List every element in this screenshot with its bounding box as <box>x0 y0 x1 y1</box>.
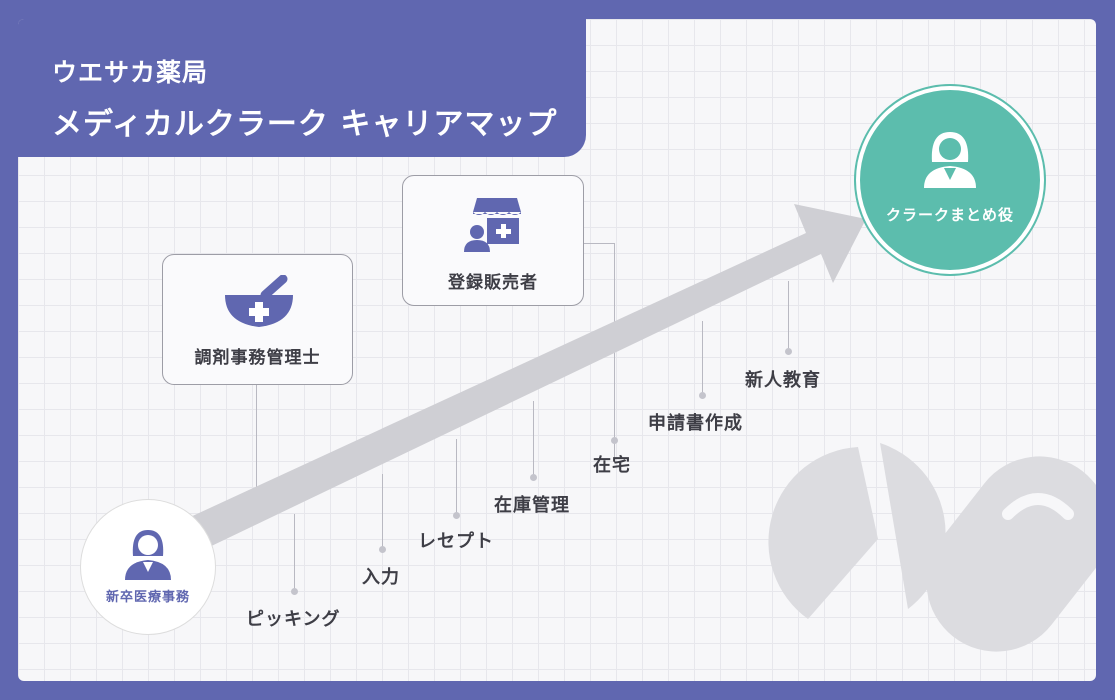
leader-line <box>533 401 534 477</box>
leader-dot <box>379 546 386 553</box>
mortar-pestle-icon <box>225 275 293 327</box>
leader-dot <box>453 512 460 519</box>
leader-dot <box>785 348 792 355</box>
goal-label: クラークまとめ役 <box>885 206 1014 224</box>
start-label: 新卒医療事務 <box>105 590 190 605</box>
step-label: 新人教育 <box>745 370 821 391</box>
leader-dot <box>699 392 706 399</box>
qualification-label: 調剤事務管理士 <box>194 348 321 368</box>
career-map-card: ウエサカ薬局 メディカルクラーク キャリアマップ 調剤事務管理士 登録販売者 ピ… <box>18 19 1096 681</box>
leader-dot <box>611 437 618 444</box>
goal-node: クラークまとめ役 <box>856 86 1044 274</box>
company-name: ウエサカ薬局 <box>52 58 209 87</box>
qualification-box-2: 登録販売者 <box>402 175 584 306</box>
step-label: 在庫管理 <box>494 495 570 516</box>
person-icon <box>924 132 976 188</box>
header: ウエサカ薬局 メディカルクラーク キャリアマップ <box>18 19 586 157</box>
leader-line <box>294 514 295 591</box>
leader-dot <box>530 474 537 481</box>
step-label: 申請書作成 <box>648 413 743 434</box>
career-arrow <box>186 204 866 551</box>
leader-line <box>788 281 789 351</box>
background-pills-icon <box>768 443 1096 652</box>
leader-line <box>256 384 257 492</box>
qualification-box-1: 調剤事務管理士 <box>162 254 353 385</box>
start-node: 新卒医療事務 <box>80 499 216 635</box>
step-label: ピッキング <box>246 609 341 630</box>
step-label: レセプト <box>418 531 494 552</box>
leader-line <box>582 243 614 244</box>
page-title: メディカルクラーク キャリアマップ <box>52 107 558 142</box>
leader-line <box>382 474 383 549</box>
leader-line <box>456 439 457 515</box>
store-person-icon <box>464 198 521 252</box>
person-icon <box>125 530 171 580</box>
leader-line <box>702 321 703 395</box>
leader-dot <box>291 588 298 595</box>
step-label: 入力 <box>362 567 400 588</box>
step-label: 在宅 <box>593 455 631 476</box>
qualification-label: 登録販売者 <box>448 273 538 293</box>
